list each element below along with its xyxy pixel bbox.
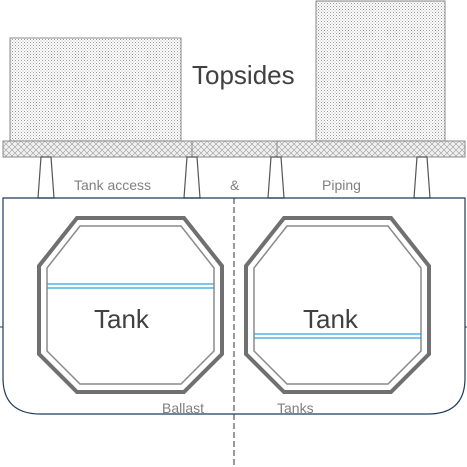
tank-left-outer xyxy=(37,216,224,394)
tanks-label: Tanks xyxy=(277,400,314,416)
tank-left-label: Tank xyxy=(94,304,150,334)
support-leg-1 xyxy=(37,156,55,199)
support-leg-2 xyxy=(183,156,201,199)
support-leg-4 xyxy=(413,156,431,199)
ballast-label: Ballast xyxy=(162,400,204,416)
ampersand-label: & xyxy=(230,177,240,193)
tank-access-label: Tank access xyxy=(74,177,151,193)
piping-label: Piping xyxy=(322,177,361,193)
topsides-module-right xyxy=(315,0,446,142)
topsides-label: Topsides xyxy=(192,60,295,90)
topsides-module-left xyxy=(9,37,182,142)
tank-right-outer xyxy=(244,216,431,394)
tank-right-inner xyxy=(253,225,422,385)
tank-right-label: Tank xyxy=(303,304,359,334)
support-leg-3 xyxy=(267,156,285,199)
hull-outline xyxy=(2,197,466,415)
tank-left-inner xyxy=(46,225,215,385)
deck-beam xyxy=(2,140,466,158)
